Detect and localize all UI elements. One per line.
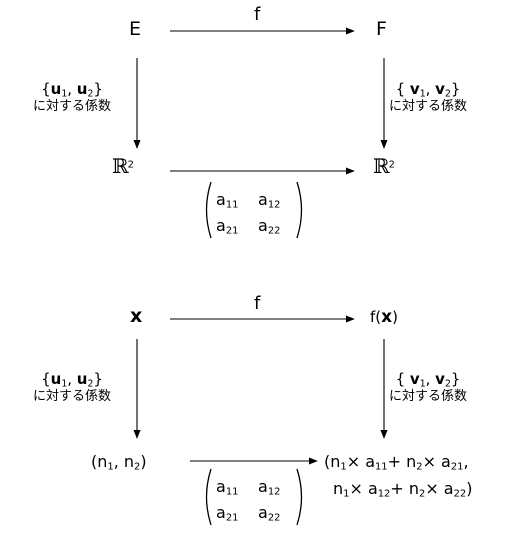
node-x: x bbox=[130, 305, 143, 327]
matrix-entry-22: a22 bbox=[258, 216, 281, 237]
matrix-entry-11: a11 bbox=[216, 190, 239, 211]
basis-label-u: {u1, u2} に対する係数 bbox=[33, 80, 112, 114]
basis-label-v: { v1, v2} に対する係数 bbox=[389, 80, 468, 114]
image-coordinates-line2: n1× a12+ n2× a22) bbox=[333, 479, 473, 500]
coordinate-tuple: (n1, n2) bbox=[91, 452, 147, 473]
matrix-entry-12: a12 bbox=[258, 477, 281, 498]
basis-label-u: {u1, u2} に対する係数 bbox=[33, 370, 112, 404]
node-r2-right: ℝ2 bbox=[373, 156, 395, 176]
matrix-a: a11 a12 a21 a22 bbox=[200, 180, 308, 240]
matrix-a: a11 a12 a21 a22 bbox=[200, 467, 308, 527]
left-paren bbox=[205, 181, 212, 239]
map-label-f: f bbox=[254, 4, 261, 25]
basis-caption: に対する係数 bbox=[33, 389, 112, 404]
basis-caption: に対する係数 bbox=[389, 389, 468, 404]
right-paren bbox=[296, 181, 303, 239]
map-label-f: f bbox=[254, 293, 261, 314]
reals-symbol: ℝ bbox=[112, 154, 129, 178]
basis-caption: に対する係数 bbox=[33, 99, 112, 114]
matrix-entry-21: a21 bbox=[216, 503, 239, 524]
image-coordinates-line1: (n1× a11+ n2× a21, bbox=[324, 452, 469, 473]
matrix-entry-11: a11 bbox=[216, 477, 239, 498]
left-paren bbox=[205, 468, 212, 526]
basis-caption: に対する係数 bbox=[389, 99, 468, 114]
exponent: 2 bbox=[388, 159, 395, 171]
matrix-entry-21: a21 bbox=[216, 216, 239, 237]
node-r2-left: ℝ2 bbox=[112, 156, 134, 176]
node-f: F bbox=[376, 18, 387, 40]
exponent: 2 bbox=[127, 159, 134, 171]
matrix-entry-12: a12 bbox=[258, 190, 281, 211]
node-fx: f(x) bbox=[370, 307, 398, 327]
node-e: E bbox=[129, 18, 142, 40]
reals-symbol: ℝ bbox=[373, 154, 390, 178]
matrix-entry-22: a22 bbox=[258, 503, 281, 524]
basis-label-v: { v1, v2} に対する係数 bbox=[389, 370, 468, 404]
right-paren bbox=[296, 468, 303, 526]
